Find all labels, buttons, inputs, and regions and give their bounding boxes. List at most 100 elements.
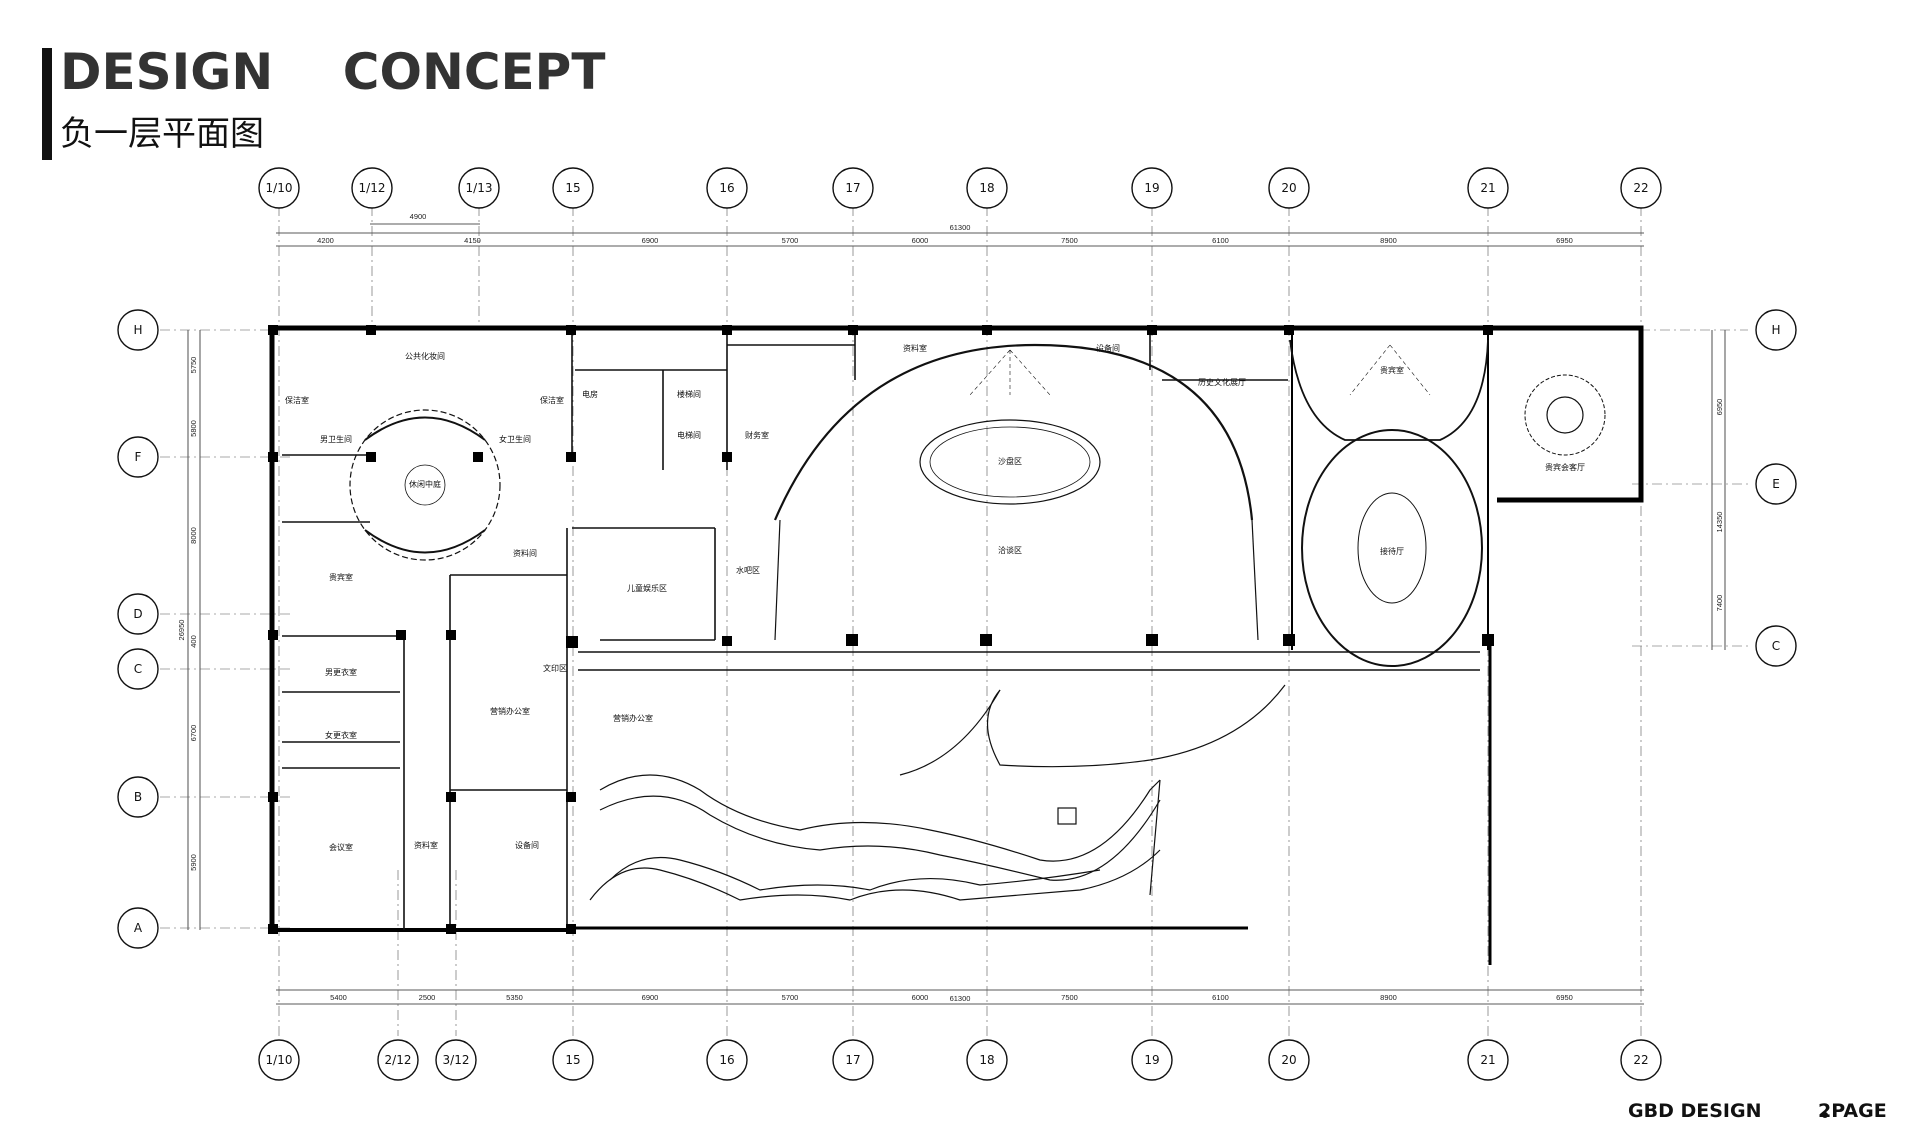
grid-bubble-top-label: 1/13 <box>466 181 493 195</box>
grid-bubble-top-label: 1/12 <box>359 181 386 195</box>
room-meeting: 会议室 <box>329 842 353 852</box>
grid-bubble-left: F <box>117 436 159 478</box>
dim-bottom-segment: 6000 <box>912 993 929 1002</box>
dim-left-segment: 8000 <box>189 527 198 544</box>
title-accent-bar <box>42 48 52 160</box>
grid-bubble-left-label: A <box>134 921 143 935</box>
room-sand-table: 沙盘区 <box>998 456 1022 466</box>
grid-bubble-left-label: D <box>133 607 142 621</box>
grid-bubble-top-label: 20 <box>1281 181 1296 195</box>
room-reception-vip: 贵宾会客厅 <box>1545 462 1585 472</box>
dim-bottom-segment: 5400 <box>330 993 347 1002</box>
grid-bubble-bottom-label: 17 <box>845 1053 860 1067</box>
grid-bubble-left-label: C <box>134 662 142 676</box>
lounge-rotunda <box>349 409 501 561</box>
grid-bubble-top: 17 <box>832 167 874 209</box>
structural-columns <box>268 325 1494 934</box>
footer-bullet <box>1822 1112 1828 1118</box>
grid-bubble-top-label: 16 <box>719 181 734 195</box>
room-elevator: 电梯间 <box>677 430 701 440</box>
grid-bubble-right-label: H <box>1771 323 1780 337</box>
grid-bubble-right: H <box>1755 309 1797 351</box>
room-finance: 财务室 <box>745 430 769 440</box>
room-cleaning-left: 保洁室 <box>285 395 309 405</box>
grid-bubble-top: 21 <box>1467 167 1509 209</box>
grid-bubble-right: E <box>1755 463 1797 505</box>
room-cleaning-right: 保洁室 <box>540 395 564 405</box>
dim-right-segment: 7400 <box>1715 595 1724 612</box>
grid-bubble-top: 16 <box>706 167 748 209</box>
room-history-hall: 历史文化展厅 <box>1198 377 1246 387</box>
left-grid-bubbles: H F D C B A <box>117 309 159 949</box>
grid-bubble-top: 15 <box>552 167 594 209</box>
grid-bubble-top: 1/10 <box>258 167 300 209</box>
grid-bubble-top: 19 <box>1131 167 1173 209</box>
grid-bubble-bottom-label: 22 <box>1633 1053 1648 1067</box>
room-children: 儿童娱乐区 <box>627 583 667 593</box>
room-stair: 楼梯间 <box>677 389 701 399</box>
dim-left-total: 26950 <box>177 620 186 641</box>
grid-bubble-left: A <box>117 907 159 949</box>
room-material-bottom: 资料室 <box>414 840 438 850</box>
central-hall-outline <box>773 343 1259 641</box>
grid-bubble-bottom-label: 21 <box>1480 1053 1495 1067</box>
landscape-garden <box>589 684 1286 901</box>
grid-bubble-bottom: 18 <box>966 1039 1008 1081</box>
dim-bottom-total: 61300 <box>950 994 971 1003</box>
grid-bubble-top-label: 15 <box>565 181 580 195</box>
dim-top-segment: 4200 <box>317 236 334 245</box>
dim-top-segment: 6100 <box>1212 236 1229 245</box>
grid-bubble-left: D <box>117 593 159 635</box>
grid-bubble-bottom: 15 <box>552 1039 594 1081</box>
right-grid-bubbles: HEC <box>1755 309 1797 667</box>
grid-bubble-left: B <box>117 776 159 818</box>
grid-bubble-top-label: 17 <box>845 181 860 195</box>
dim-top-partial: 4900 <box>410 212 427 221</box>
grid-bubble-top-label: 18 <box>979 181 994 195</box>
room-negotiation: 洽谈区 <box>998 545 1022 555</box>
footer-page-number: 2PAGE <box>1818 1100 1887 1122</box>
dim-top-segment: 8900 <box>1380 236 1397 245</box>
dim-right-segment: 6950 <box>1715 399 1724 416</box>
grid-bubble-bottom: 19 <box>1131 1039 1173 1081</box>
dim-bottom-segment: 6100 <box>1212 993 1229 1002</box>
room-reception: 接待厅 <box>1380 546 1404 556</box>
dim-bottom-segment: 8900 <box>1380 993 1397 1002</box>
dim-left-segment: 5900 <box>189 854 198 871</box>
grid-bubble-left: C <box>117 648 159 690</box>
grid-bubble-bottom-label: 15 <box>565 1053 580 1067</box>
room-public-culture: 公共化妆间 <box>405 351 445 361</box>
grid-bubble-top: 1/12 <box>351 167 393 209</box>
room-sales-office-right: 营销办公室 <box>613 713 653 723</box>
dim-top-segment: 6000 <box>912 236 929 245</box>
grid-bubble-bottom: 20 <box>1268 1039 1310 1081</box>
grid-bubble-top-label: 1/10 <box>266 181 293 195</box>
grid-bubble-top: 18 <box>966 167 1008 209</box>
room-mens-restroom: 男卫生间 <box>320 434 352 444</box>
dim-left-segment: 5750 <box>189 357 198 374</box>
page-title: DESIGN CONCEPT <box>60 43 606 101</box>
dim-bottom-segment: 5350 <box>506 993 523 1002</box>
grid-bubble-left: H <box>117 309 159 351</box>
grid-bubble-bottom: 21 <box>1467 1039 1509 1081</box>
room-womens-restroom: 女卫生间 <box>499 434 531 444</box>
grid-bubble-top: 20 <box>1268 167 1310 209</box>
grid-bubble-top-label: 19 <box>1144 181 1159 195</box>
dim-top-segment: 5700 <box>782 236 799 245</box>
dim-top-segment: 6900 <box>642 236 659 245</box>
grid-bubble-bottom: 3/12 <box>435 1039 477 1081</box>
room-equipment-top: 设备间 <box>1096 343 1120 353</box>
dim-left-segment: 400 <box>189 635 198 648</box>
room-water-bar: 水吧区 <box>736 565 760 575</box>
grid-bubble-bottom: 1/10 <box>258 1039 300 1081</box>
grid-bubble-right-label: E <box>1772 477 1780 491</box>
room-material-top: 资料室 <box>903 343 927 353</box>
dim-top-segment: 4150 <box>464 236 481 245</box>
grid-bubble-bottom: 17 <box>832 1039 874 1081</box>
